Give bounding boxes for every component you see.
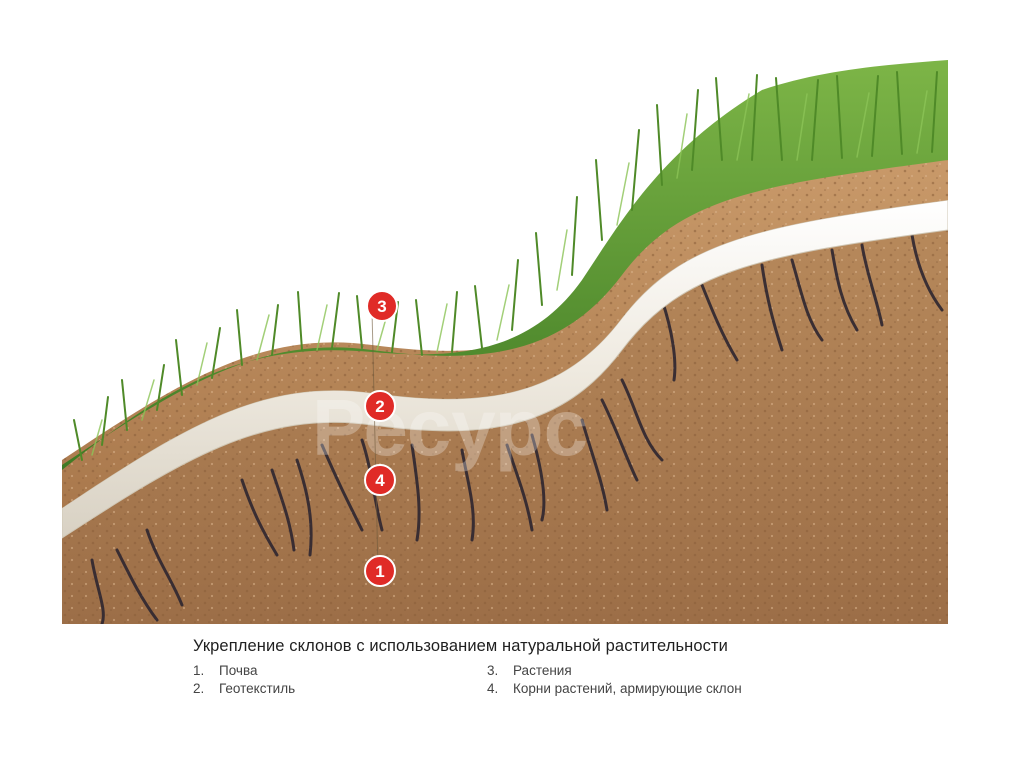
marker-4: 4	[364, 464, 396, 496]
marker-1-label: 1	[375, 562, 384, 581]
watermark: Ресурс	[312, 383, 588, 472]
grass-blades	[73, 71, 938, 461]
legend-right-column: 3. Растения 4. Корни растений, армирующи…	[487, 662, 742, 698]
marker-2-label: 2	[375, 397, 384, 416]
legend-text: Почва	[219, 663, 258, 678]
marker-3-label: 3	[377, 297, 386, 316]
legend-text: Геотекстиль	[219, 681, 296, 696]
marker-3-circle	[366, 290, 398, 322]
legend-left-column: 1. Почва 2. Геотекстиль	[193, 662, 295, 698]
legend-number: 4.	[487, 681, 499, 696]
legend-number: 3.	[487, 663, 499, 678]
legend-text: Растения	[513, 663, 572, 678]
marker-3: 3	[366, 290, 398, 322]
legend-text: Корни растений, армирующие склон	[513, 681, 742, 696]
marker-4-label: 4	[375, 471, 385, 490]
legend-item-plants: 3. Растения	[487, 662, 742, 680]
marker-1-circle	[364, 555, 396, 587]
grass-layer	[62, 60, 948, 470]
legend-number: 1.	[193, 663, 205, 678]
legend-item-soil: 1. Почва	[193, 662, 295, 680]
slope-illustration: Ресурс 3 2 4 1	[62, 60, 948, 624]
plant-roots	[90, 233, 944, 624]
marker-2-circle	[364, 390, 396, 422]
marker-1: 1	[364, 555, 396, 587]
diagram-caption: Укрепление склонов с использованием нату…	[193, 637, 728, 655]
marker-2: 2	[364, 390, 396, 422]
legend-number: 2.	[193, 681, 205, 696]
marker-guide-line	[371, 309, 379, 571]
legend-item-geotextile: 2. Геотекстиль	[193, 680, 295, 698]
legend-item-roots: 4. Корни растений, армирующие склон	[487, 680, 742, 698]
marker-4-circle	[364, 464, 396, 496]
